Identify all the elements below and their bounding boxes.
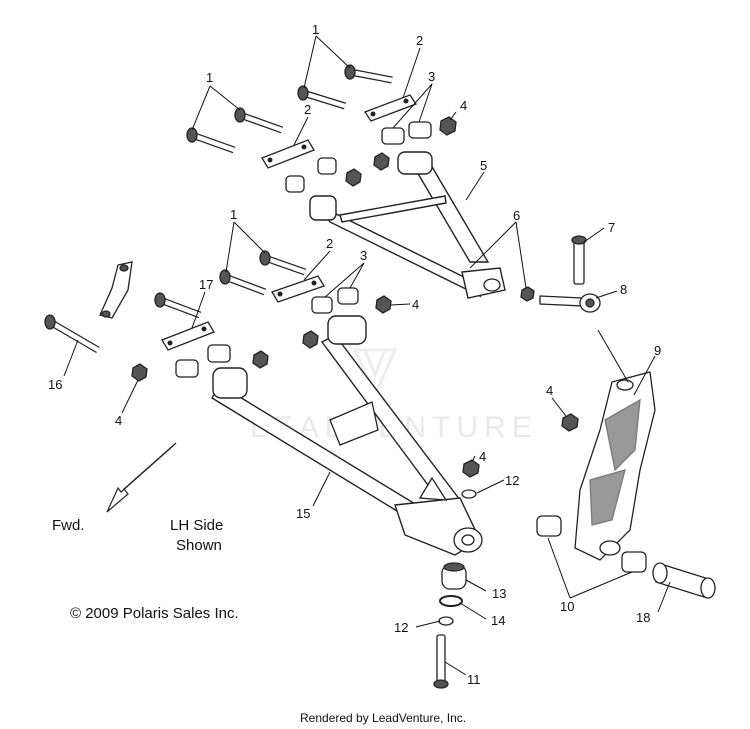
callout-13: 13 [492, 586, 506, 601]
callout-4: 4 [479, 449, 486, 464]
washers-12 [438, 489, 477, 626]
bolt-1-top-d [186, 127, 236, 154]
bolt-1-mid-c [154, 292, 202, 319]
bolt-1-top-a [344, 64, 393, 84]
callout-2: 2 [416, 33, 423, 48]
spindle [574, 371, 656, 561]
bushings-3-top [285, 121, 432, 193]
ball-joint-13 [441, 562, 467, 590]
bushings-3-mid [175, 287, 359, 378]
callout-15: 15 [296, 506, 310, 521]
side-label-line1: LH Side [170, 517, 223, 534]
leader-lines [63, 35, 671, 676]
callout-4: 4 [115, 413, 122, 428]
callout-17: 17 [199, 277, 213, 292]
callout-6: 6 [513, 208, 520, 223]
callout-2: 2 [304, 102, 311, 117]
callout-4: 4 [546, 383, 553, 398]
side-label-line2: Shown [176, 537, 222, 554]
bolt-1-mid-a [259, 250, 307, 276]
callout-3: 3 [360, 248, 367, 263]
callout-12: 12 [505, 473, 519, 488]
sleeve-18 [652, 562, 716, 599]
callout-14: 14 [491, 613, 505, 628]
callout-10: 10 [560, 599, 574, 614]
upper-a-arm [309, 151, 506, 299]
callout-4: 4 [412, 297, 419, 312]
bolt-1-top-b [297, 85, 347, 110]
lower-a-arm [211, 315, 483, 556]
snap-ring-14 [439, 595, 463, 607]
callout-9: 9 [654, 343, 661, 358]
spacer-plate-2-mid [271, 275, 325, 303]
callout-16: 16 [48, 377, 62, 392]
nuts-4 [131, 116, 579, 478]
tie-rod-end-8 [539, 293, 601, 313]
spacer-plate-2-top [364, 94, 417, 122]
forward-arrow [106, 442, 177, 513]
spacer-plate-2-left [261, 139, 315, 169]
callout-2: 2 [326, 236, 333, 251]
watermark-logo [352, 348, 398, 399]
forward-label: Fwd. [52, 517, 85, 534]
callout-5: 5 [480, 158, 487, 173]
callout-8: 8 [620, 282, 627, 297]
callout-numbers: 1 1 1 2 2 2 3 3 4 4 4 4 4 5 6 7 8 9 10 1… [48, 22, 661, 687]
copyright-text: © 2009 Polaris Sales Inc. [70, 605, 239, 622]
callout-7: 7 [608, 220, 615, 235]
callout-12: 12 [394, 620, 408, 635]
rendered-by-text: Rendered by LeadVenture, Inc. [300, 711, 466, 725]
callout-1: 1 [312, 22, 319, 37]
callout-1: 1 [230, 207, 237, 222]
callout-18: 18 [636, 610, 650, 625]
bolt-7 [571, 235, 587, 285]
bolt-11 [433, 634, 449, 689]
bolt-1-mid-b [219, 269, 267, 296]
callout-3: 3 [428, 69, 435, 84]
callout-11: 11 [467, 672, 481, 687]
callout-4: 4 [460, 98, 467, 113]
spacer-plate-17 [161, 321, 215, 351]
stabilizer-link [99, 261, 133, 319]
nut-6 [520, 286, 535, 302]
bolt-16 [44, 314, 100, 354]
callout-1: 1 [206, 70, 213, 85]
bearings-10 [536, 515, 647, 573]
bolt-1-top-c [234, 107, 284, 134]
